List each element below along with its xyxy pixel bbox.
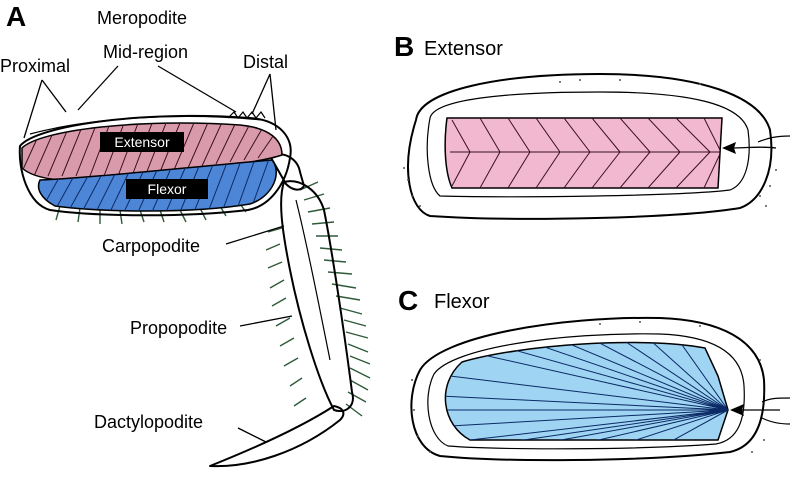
propopodite-ridge [295, 199, 331, 361]
flexor-muscle-c [444, 341, 729, 441]
meropodite-dorsal-rim [29, 115, 263, 135]
carpopodite-label: Carpopodite [102, 236, 200, 256]
panel-b-title: Extensor [424, 38, 503, 60]
dorsal-spines [227, 110, 266, 120]
panel-b-letter: B [394, 31, 414, 62]
panel-a: A Extensor Flexor [0, 1, 371, 468]
extensor-label: Extensor [114, 134, 170, 150]
extensor-tendon [757, 135, 791, 143]
panel-c-letter: C [398, 285, 418, 316]
flexor-fibers-c [445, 342, 728, 440]
carpopodite-joint [269, 153, 305, 191]
dactylopodite-segment [209, 405, 345, 468]
propopodite-hairs [55, 181, 371, 417]
distal-label: Distal [243, 52, 288, 72]
propopodite-segment [280, 180, 354, 412]
panel-b: B Extensor [394, 31, 791, 220]
extensor-label-box [100, 132, 184, 152]
extensor-shell-outer [407, 73, 773, 220]
mid-region-label: Mid-region [103, 42, 188, 62]
extensor-fibers-b [450, 118, 721, 188]
flexor-shell-outer [410, 316, 766, 462]
flexor-shell-inner [427, 333, 745, 450]
extensor-arrow-line [729, 146, 777, 149]
meropodite-label: Meropodite [97, 8, 187, 28]
flexor-label: Flexor [148, 181, 187, 197]
flexor-arrow-head [730, 404, 744, 416]
extensor-muscle-b [444, 117, 723, 189]
panel-c-title: Flexor [434, 291, 490, 313]
dactylopodite-label: Dactylopodite [94, 412, 203, 432]
propopodite-label: Propopodite [130, 318, 227, 338]
flexor-tendon [761, 397, 791, 425]
flexor-label-box [126, 179, 208, 199]
panel-c: C Flexor [398, 285, 791, 462]
proximal-label: Proximal [0, 56, 70, 76]
panel-a-letter: A [6, 1, 26, 32]
shell-stipple-b [403, 79, 777, 207]
extensor-shell-inner [426, 91, 750, 198]
leader-lines-a [23, 65, 293, 443]
shell-stipple-c [411, 321, 765, 453]
extensor-arrow-head [722, 142, 736, 154]
